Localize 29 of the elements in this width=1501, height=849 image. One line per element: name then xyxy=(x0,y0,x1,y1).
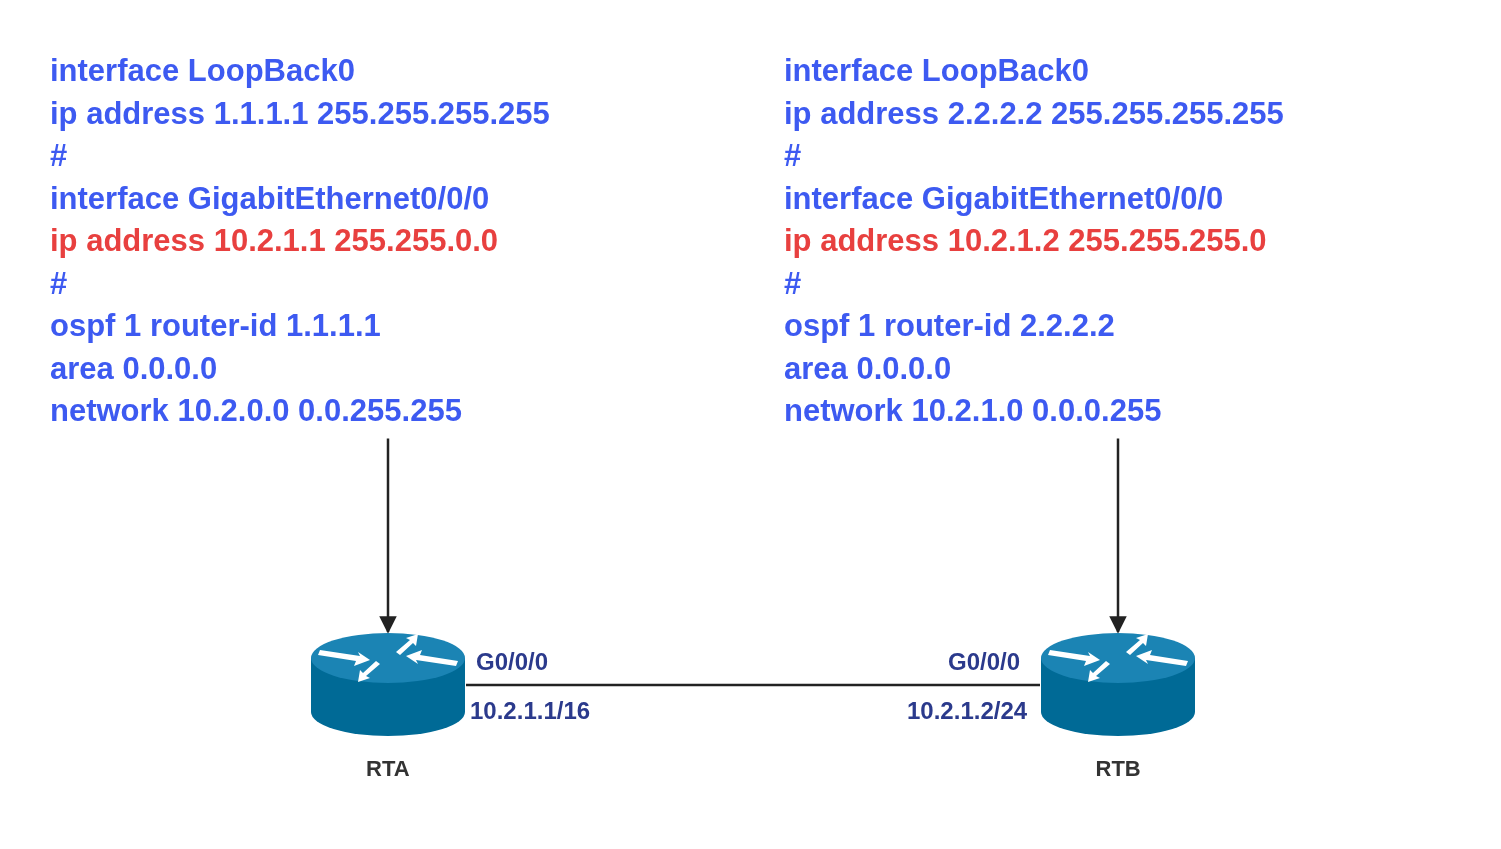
config-line: network 10.2.0.0 0.0.255.255 xyxy=(50,392,463,430)
ip-address-label: 10.2.1.2/24 xyxy=(907,697,1028,725)
link-line xyxy=(466,683,1040,687)
ip-address-label: 10.2.1.1/16 xyxy=(470,697,591,725)
config-line: network 10.2.1.0 0.0.0.255 xyxy=(784,392,1163,430)
config-line: ospf 1 router-id 1.1.1.1 xyxy=(50,307,382,345)
config-line: # xyxy=(784,137,803,175)
config-line: ip address 10.2.1.2 255.255.255.0 xyxy=(784,222,1268,260)
device-label: RTA xyxy=(366,756,410,782)
router-icon xyxy=(310,630,466,738)
config-line: ip address 1.1.1.1 255.255.255.255 xyxy=(50,94,550,133)
config-line: ospf 1 router-id 2.2.2.2 xyxy=(784,307,1116,345)
interface-label: G0/0/0 xyxy=(476,648,549,676)
config-line: interface GigabitEthernet0/0/0 xyxy=(784,179,1225,218)
config-line: # xyxy=(784,264,803,303)
arrow xyxy=(379,438,397,634)
interface-label: G0/0/0 xyxy=(948,648,1021,676)
config-line: interface LoopBack0 xyxy=(784,52,1090,90)
config-line: # xyxy=(50,264,69,303)
config-line: area 0.0.0.0 xyxy=(784,349,953,388)
arrow xyxy=(1109,438,1127,634)
config-line: ip address 2.2.2.2 255.255.255.255 xyxy=(784,94,1284,133)
device-label: RTB xyxy=(1095,756,1141,782)
config-line: interface GigabitEthernet0/0/0 xyxy=(50,179,491,218)
config-line: interface LoopBack0 xyxy=(50,52,356,90)
config-line: ip address 10.2.1.1 255.255.0.0 xyxy=(50,222,500,260)
config-line: area 0.0.0.0 xyxy=(50,349,219,388)
router-icon xyxy=(1040,630,1196,738)
config-line: # xyxy=(50,137,69,175)
